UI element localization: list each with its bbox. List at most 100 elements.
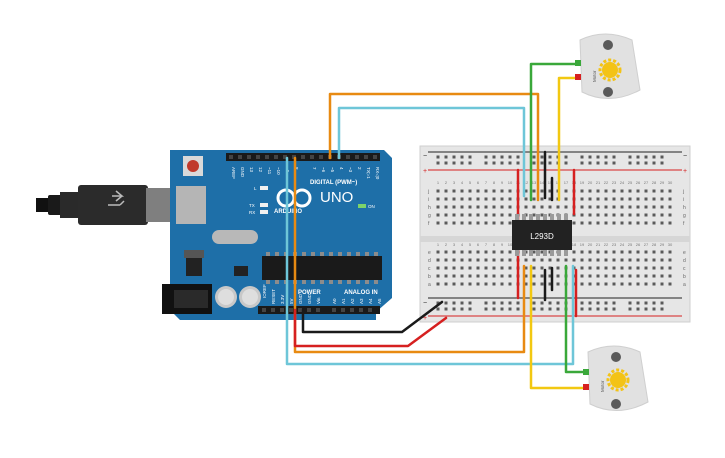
rail-hole[interactable] — [644, 155, 648, 159]
breadboard-hole[interactable] — [500, 213, 504, 217]
breadboard-hole[interactable] — [652, 197, 656, 201]
breadboard-hole[interactable] — [668, 189, 672, 193]
breadboard-hole[interactable] — [564, 189, 568, 193]
breadboard-hole[interactable] — [540, 282, 544, 286]
breadboard-hole[interactable] — [620, 250, 624, 254]
breadboard-hole[interactable] — [548, 274, 552, 278]
breadboard-hole[interactable] — [524, 266, 528, 270]
rail-hole[interactable] — [460, 307, 464, 311]
rail-hole[interactable] — [460, 161, 464, 165]
breadboard-hole[interactable] — [604, 258, 608, 262]
breadboard-hole[interactable] — [492, 250, 496, 254]
breadboard-hole[interactable] — [588, 189, 592, 193]
breadboard-hole[interactable] — [612, 189, 616, 193]
breadboard-hole[interactable] — [444, 189, 448, 193]
breadboard-hole[interactable] — [500, 258, 504, 262]
breadboard-hole[interactable] — [548, 197, 552, 201]
breadboard-hole[interactable] — [444, 221, 448, 225]
breadboard-hole[interactable] — [476, 258, 480, 262]
breadboard-hole[interactable] — [476, 197, 480, 201]
breadboard-hole[interactable] — [540, 197, 544, 201]
breadboard-hole[interactable] — [508, 197, 512, 201]
breadboard-hole[interactable] — [452, 266, 456, 270]
rail-hole[interactable] — [452, 307, 456, 311]
rail-hole[interactable] — [564, 155, 568, 159]
breadboard-hole[interactable] — [596, 205, 600, 209]
breadboard-hole[interactable] — [460, 189, 464, 193]
rail-hole[interactable] — [596, 161, 600, 165]
breadboard-hole[interactable] — [500, 197, 504, 201]
breadboard-hole[interactable] — [532, 250, 536, 254]
rail-hole[interactable] — [548, 161, 552, 165]
breadboard-hole[interactable] — [556, 266, 560, 270]
rail-hole[interactable] — [492, 155, 496, 159]
rail-hole[interactable] — [604, 161, 608, 165]
breadboard-hole[interactable] — [468, 282, 472, 286]
breadboard-hole[interactable] — [492, 197, 496, 201]
rail-hole[interactable] — [604, 307, 608, 311]
breadboard-hole[interactable] — [524, 197, 528, 201]
rail-hole[interactable] — [500, 307, 504, 311]
breadboard-hole[interactable] — [540, 213, 544, 217]
breadboard-hole[interactable] — [436, 205, 440, 209]
breadboard-hole[interactable] — [660, 197, 664, 201]
rail-hole[interactable] — [580, 301, 584, 305]
breadboard-hole[interactable] — [444, 282, 448, 286]
breadboard-hole[interactable] — [644, 274, 648, 278]
breadboard-hole[interactable] — [668, 197, 672, 201]
breadboard-hole[interactable] — [548, 258, 552, 262]
breadboard-hole[interactable] — [532, 266, 536, 270]
rail-hole[interactable] — [628, 155, 632, 159]
breadboard-hole[interactable] — [652, 266, 656, 270]
rail-hole[interactable] — [532, 155, 536, 159]
rail-hole[interactable] — [492, 307, 496, 311]
rail-hole[interactable] — [492, 161, 496, 165]
breadboard-hole[interactable] — [476, 250, 480, 254]
breadboard-hole[interactable] — [604, 274, 608, 278]
breadboard-hole[interactable] — [620, 282, 624, 286]
breadboard-hole[interactable] — [580, 274, 584, 278]
breadboard-hole[interactable] — [468, 205, 472, 209]
breadboard-hole[interactable] — [628, 213, 632, 217]
breadboard-hole[interactable] — [620, 189, 624, 193]
breadboard-hole[interactable] — [636, 221, 640, 225]
breadboard-hole[interactable] — [508, 221, 512, 225]
breadboard-hole[interactable] — [636, 189, 640, 193]
breadboard-hole[interactable] — [620, 213, 624, 217]
breadboard-hole[interactable] — [460, 213, 464, 217]
breadboard-hole[interactable] — [668, 213, 672, 217]
breadboard-hole[interactable] — [460, 205, 464, 209]
rail-hole[interactable] — [588, 301, 592, 305]
breadboard-hole[interactable] — [484, 221, 488, 225]
breadboard-hole[interactable] — [492, 189, 496, 193]
breadboard-hole[interactable] — [604, 197, 608, 201]
breadboard-hole[interactable] — [436, 274, 440, 278]
breadboard-hole[interactable] — [596, 197, 600, 201]
rail-hole[interactable] — [460, 155, 464, 159]
breadboard-hole[interactable] — [484, 213, 488, 217]
rail-hole[interactable] — [468, 161, 472, 165]
breadboard-hole[interactable] — [532, 258, 536, 262]
breadboard-hole[interactable] — [500, 266, 504, 270]
rail-hole[interactable] — [452, 301, 456, 305]
breadboard-hole[interactable] — [620, 197, 624, 201]
breadboard-hole[interactable] — [500, 221, 504, 225]
breadboard-hole[interactable] — [596, 258, 600, 262]
breadboard-hole[interactable] — [540, 258, 544, 262]
breadboard-hole[interactable] — [652, 213, 656, 217]
breadboard-hole[interactable] — [436, 258, 440, 262]
breadboard-hole[interactable] — [508, 282, 512, 286]
breadboard-hole[interactable] — [580, 197, 584, 201]
breadboard-hole[interactable] — [484, 266, 488, 270]
breadboard-hole[interactable] — [612, 197, 616, 201]
rail-hole[interactable] — [652, 161, 656, 165]
breadboard-hole[interactable] — [540, 250, 544, 254]
breadboard-hole[interactable] — [580, 221, 584, 225]
breadboard-hole[interactable] — [532, 282, 536, 286]
breadboard-hole[interactable] — [668, 221, 672, 225]
rail-hole[interactable] — [516, 161, 520, 165]
breadboard-hole[interactable] — [596, 250, 600, 254]
rail-hole[interactable] — [484, 155, 488, 159]
breadboard-hole[interactable] — [660, 205, 664, 209]
breadboard-hole[interactable] — [580, 282, 584, 286]
